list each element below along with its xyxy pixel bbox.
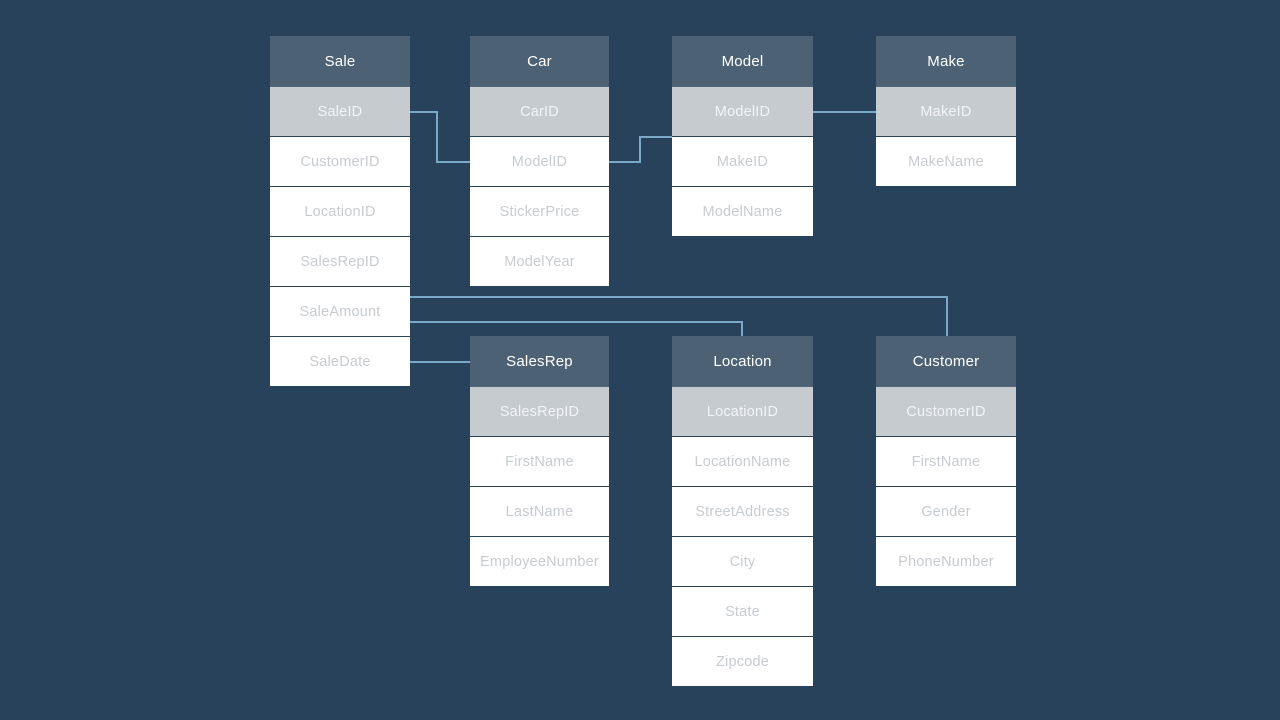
primary-key-field[interactable]: MakeID bbox=[876, 86, 1016, 136]
primary-key-field[interactable]: CarID bbox=[470, 86, 609, 136]
entity-field[interactable]: EmployeeNumber bbox=[470, 536, 609, 586]
entity-field[interactable]: FirstName bbox=[470, 436, 609, 486]
entity-field[interactable]: State bbox=[672, 586, 813, 636]
entity-title-make: Make bbox=[876, 36, 1016, 86]
connector-sale-to-customer bbox=[410, 296, 948, 336]
primary-key-field[interactable]: SaleID bbox=[270, 86, 410, 136]
entity-field[interactable]: FirstName bbox=[876, 436, 1016, 486]
entity-field[interactable]: Gender bbox=[876, 486, 1016, 536]
connector-sale-to-location bbox=[410, 321, 743, 336]
entity-field[interactable]: LastName bbox=[470, 486, 609, 536]
primary-key-field[interactable]: LocationID bbox=[672, 386, 813, 436]
entity-field[interactable]: ModelName bbox=[672, 186, 813, 236]
entity-field[interactable]: Zipcode bbox=[672, 636, 813, 686]
primary-key-field[interactable]: CustomerID bbox=[876, 386, 1016, 436]
entity-title-model: Model bbox=[672, 36, 813, 86]
connector-sale-to-car bbox=[410, 111, 470, 163]
entity-title-salesrep: SalesRep bbox=[470, 336, 609, 386]
primary-key-field[interactable]: SalesRepID bbox=[470, 386, 609, 436]
primary-key-field[interactable]: ModelID bbox=[672, 86, 813, 136]
entity-title-customer: Customer bbox=[876, 336, 1016, 386]
entity-field[interactable]: SalesRepID bbox=[270, 236, 410, 286]
entity-field[interactable]: MakeID bbox=[672, 136, 813, 186]
entity-field[interactable]: MakeName bbox=[876, 136, 1016, 186]
entity-field[interactable]: LocationID bbox=[270, 186, 410, 236]
entity-field[interactable]: StreetAddress bbox=[672, 486, 813, 536]
entity-title-location: Location bbox=[672, 336, 813, 386]
entity-field[interactable]: PhoneNumber bbox=[876, 536, 1016, 586]
connector-car-to-model bbox=[609, 136, 672, 163]
entity-title-car: Car bbox=[470, 36, 609, 86]
entity-title-sale: Sale bbox=[270, 36, 410, 86]
entity-field[interactable]: SaleAmount bbox=[270, 286, 410, 336]
entity-field[interactable]: CustomerID bbox=[270, 136, 410, 186]
entity-field[interactable]: City bbox=[672, 536, 813, 586]
entity-field[interactable]: StickerPrice bbox=[470, 186, 609, 236]
entity-field[interactable]: ModelID bbox=[470, 136, 609, 186]
entity-field[interactable]: SaleDate bbox=[270, 336, 410, 386]
entity-field[interactable]: ModelYear bbox=[470, 236, 609, 286]
entity-field[interactable]: LocationName bbox=[672, 436, 813, 486]
